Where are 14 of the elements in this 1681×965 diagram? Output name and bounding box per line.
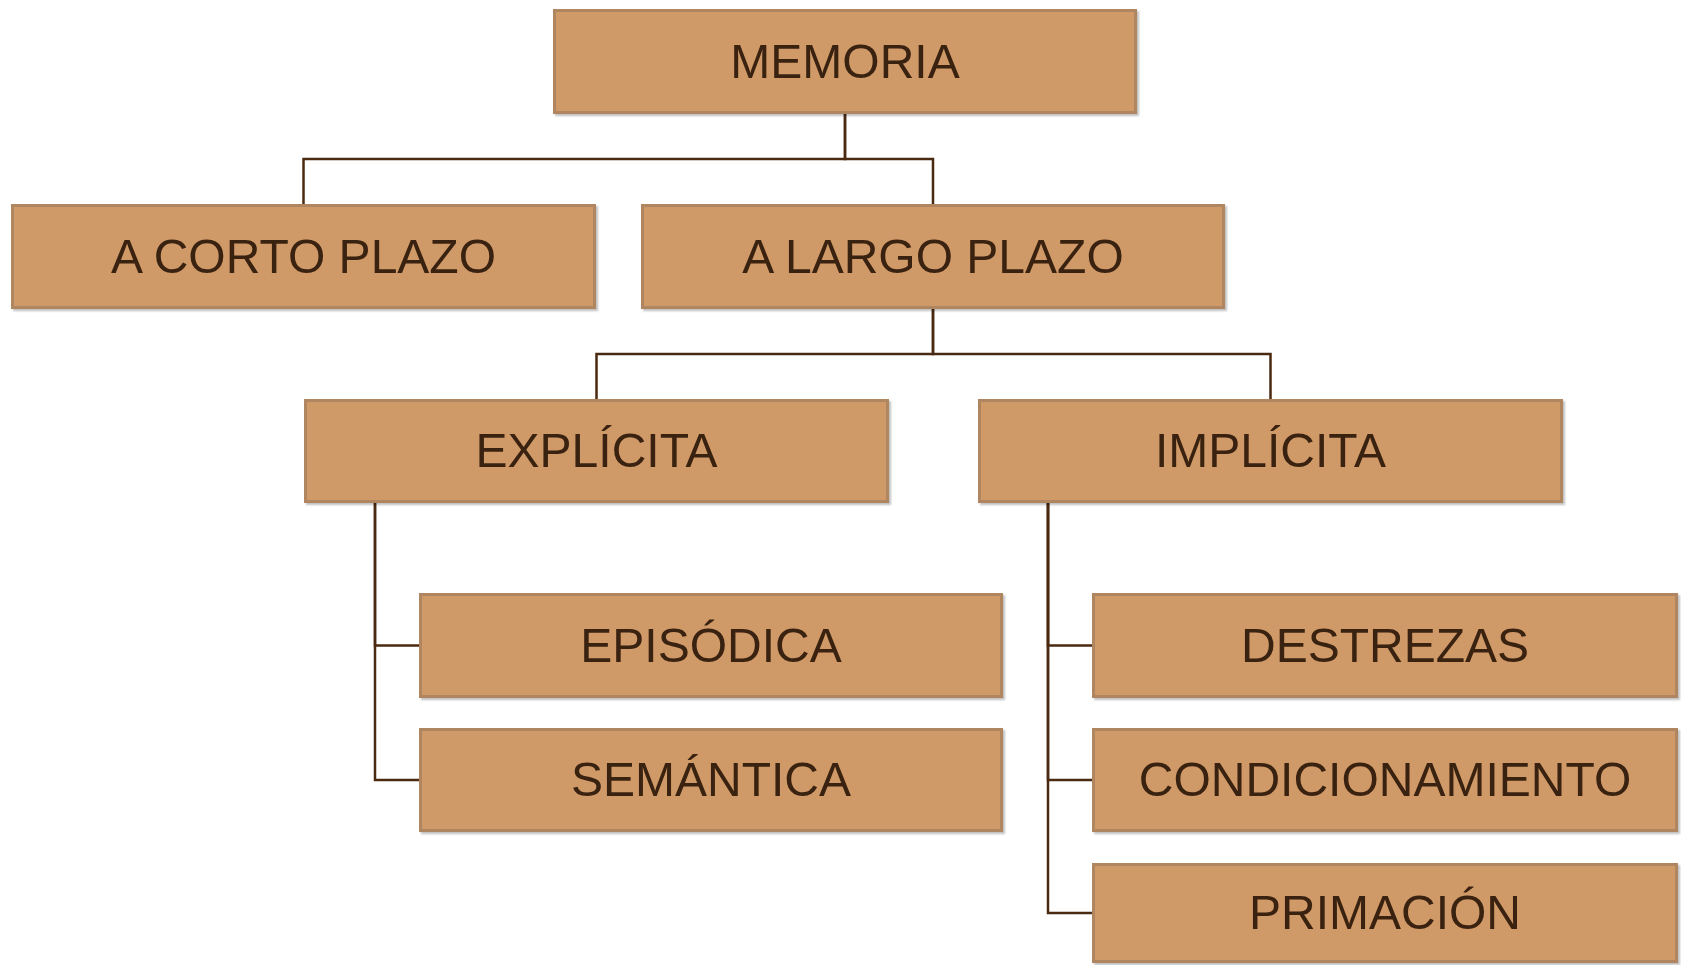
connector-line [843, 114, 935, 204]
category-box: A LARGO PLAZO [641, 204, 1225, 309]
category-box: EPISÓDICA [419, 593, 1003, 698]
connector-line [373, 503, 419, 782]
category-box: DESTREZAS [1092, 593, 1678, 698]
category-box: IMPLÍCITA [978, 399, 1563, 503]
category-box: CONDICIONAMIENTO [1092, 728, 1678, 832]
category-box: MEMORIA [553, 9, 1137, 114]
category-box: PRIMACIÓN [1092, 863, 1678, 963]
connector-line [1046, 503, 1092, 915]
category-box: EXPLÍCITA [304, 399, 889, 503]
category-box: SEMÁNTICA [419, 728, 1003, 832]
connector-line [931, 309, 1272, 399]
category-box: A CORTO PLAZO [11, 204, 596, 309]
